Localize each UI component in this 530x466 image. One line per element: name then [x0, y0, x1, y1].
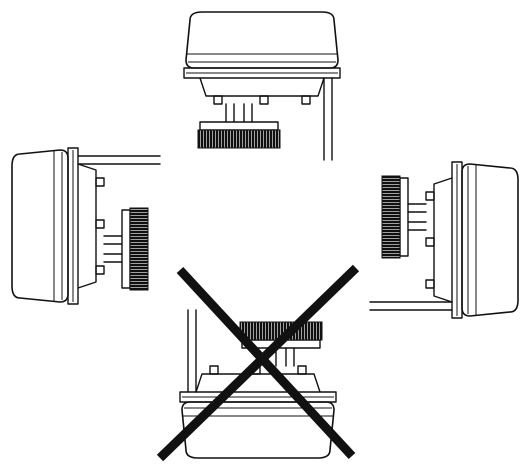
device-upright-icon [183, 11, 341, 161]
device-inverted-icon [179, 309, 337, 459]
cross-mark-icon [156, 264, 360, 462]
device-right-icon [369, 161, 519, 319]
device-left-icon [11, 147, 161, 305]
